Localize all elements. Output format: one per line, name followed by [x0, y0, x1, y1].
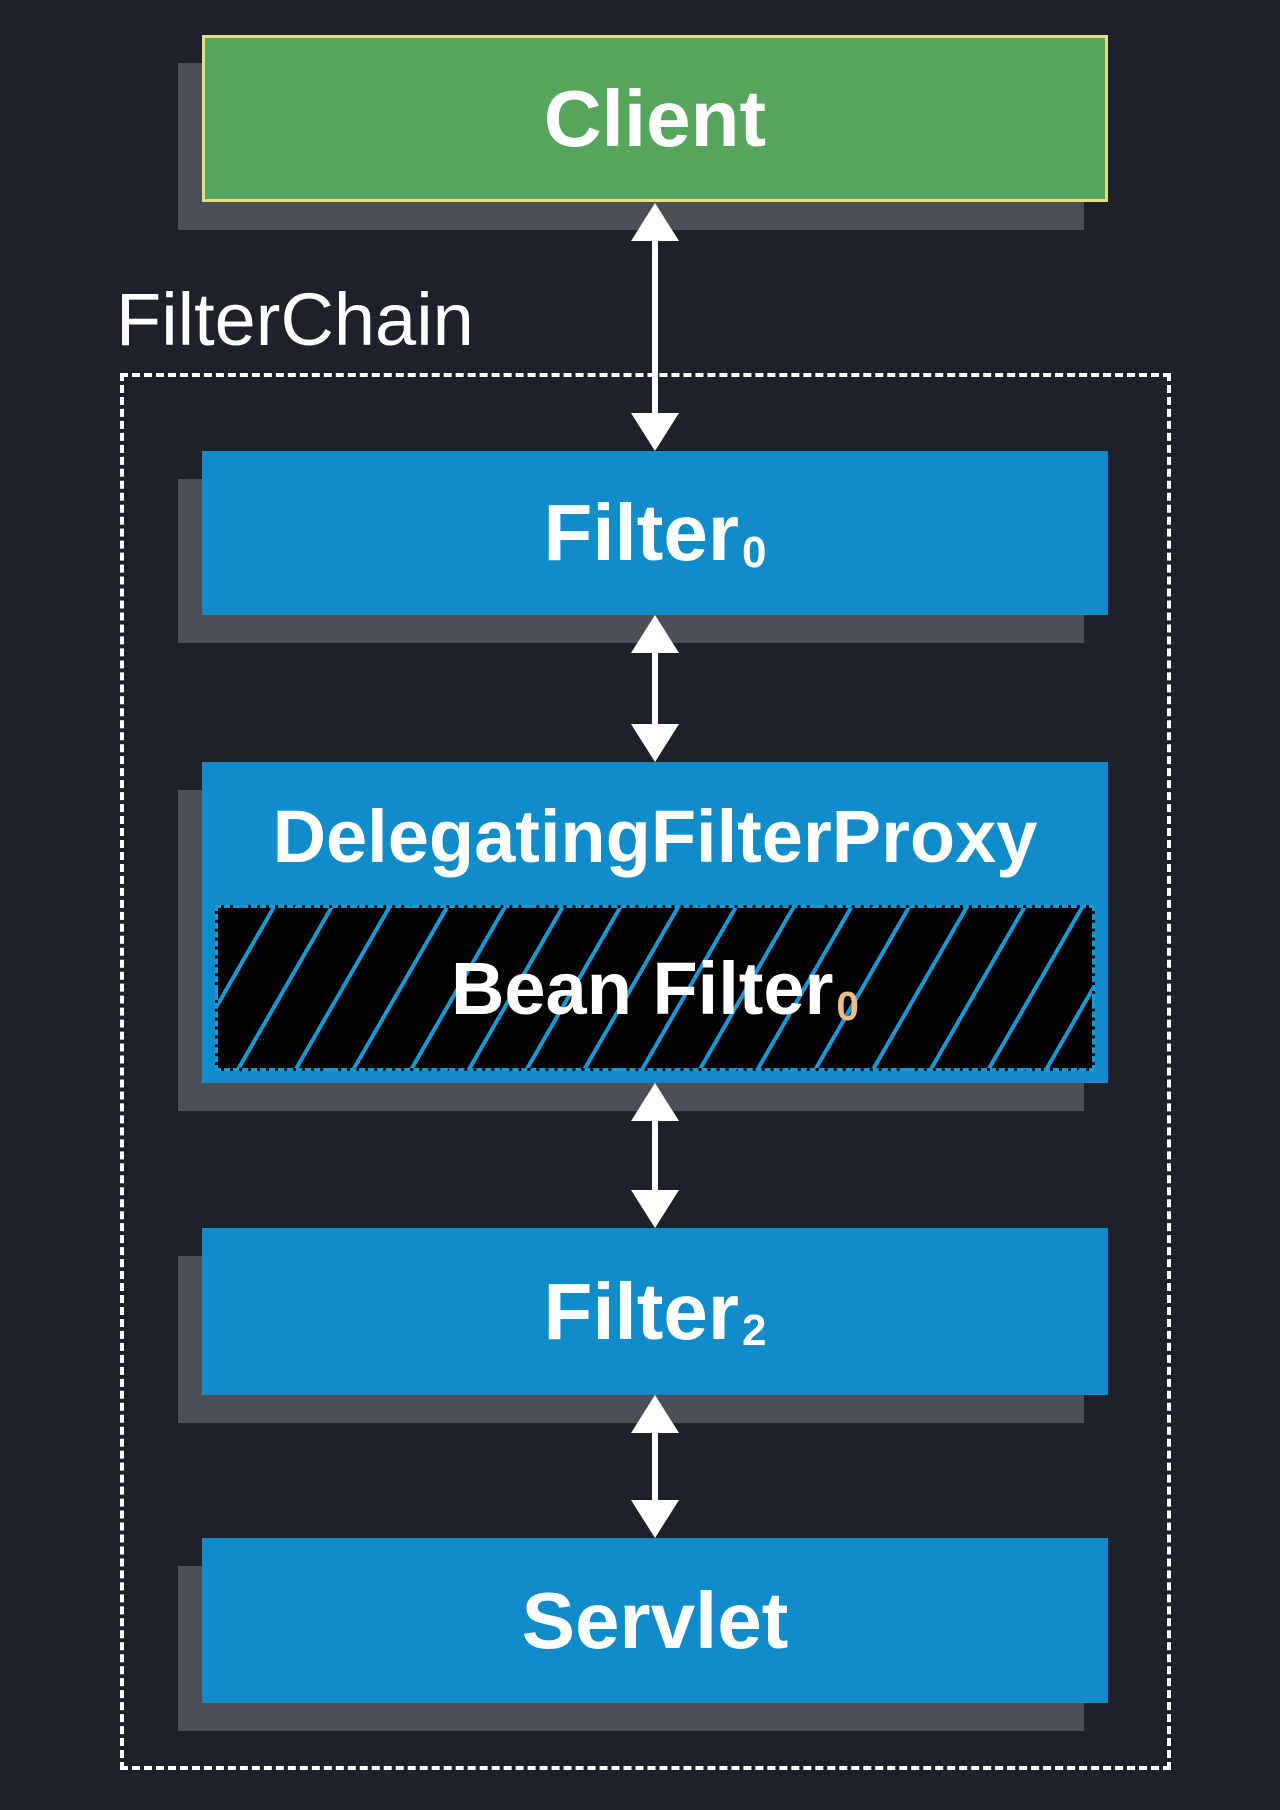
- delegating-filter-proxy-label: DelegatingFilterProxy: [272, 794, 1038, 878]
- filter0-proxy-arrow: [631, 615, 679, 762]
- filter2-servlet-arrow: [631, 1395, 679, 1538]
- client-node: Client: [202, 35, 1108, 202]
- bean-filter-label: Bean Filter: [450, 946, 834, 1030]
- filter0-label: Filter: [543, 488, 740, 577]
- proxy-filter2-arrow: [631, 1083, 679, 1228]
- bean-filter-subscript: 0: [836, 982, 860, 1029]
- client-filter0-arrow: [631, 203, 679, 451]
- filterchain-boundary: [120, 373, 1171, 1770]
- client-label: Client: [543, 73, 767, 163]
- arrow-shaft: [652, 645, 658, 732]
- servlet-node: Servlet: [202, 1538, 1108, 1703]
- filter0-subscript: 0: [742, 527, 767, 577]
- filter2-subscript: 2: [742, 1306, 767, 1356]
- arrow-shaft: [652, 1425, 658, 1508]
- arrow-shaft: [652, 1113, 658, 1198]
- filter2-label: Filter: [543, 1266, 740, 1356]
- filterchain-label: FilterChain: [116, 278, 474, 361]
- arrow-shaft: [652, 233, 658, 421]
- servlet-label: Servlet: [521, 1575, 789, 1665]
